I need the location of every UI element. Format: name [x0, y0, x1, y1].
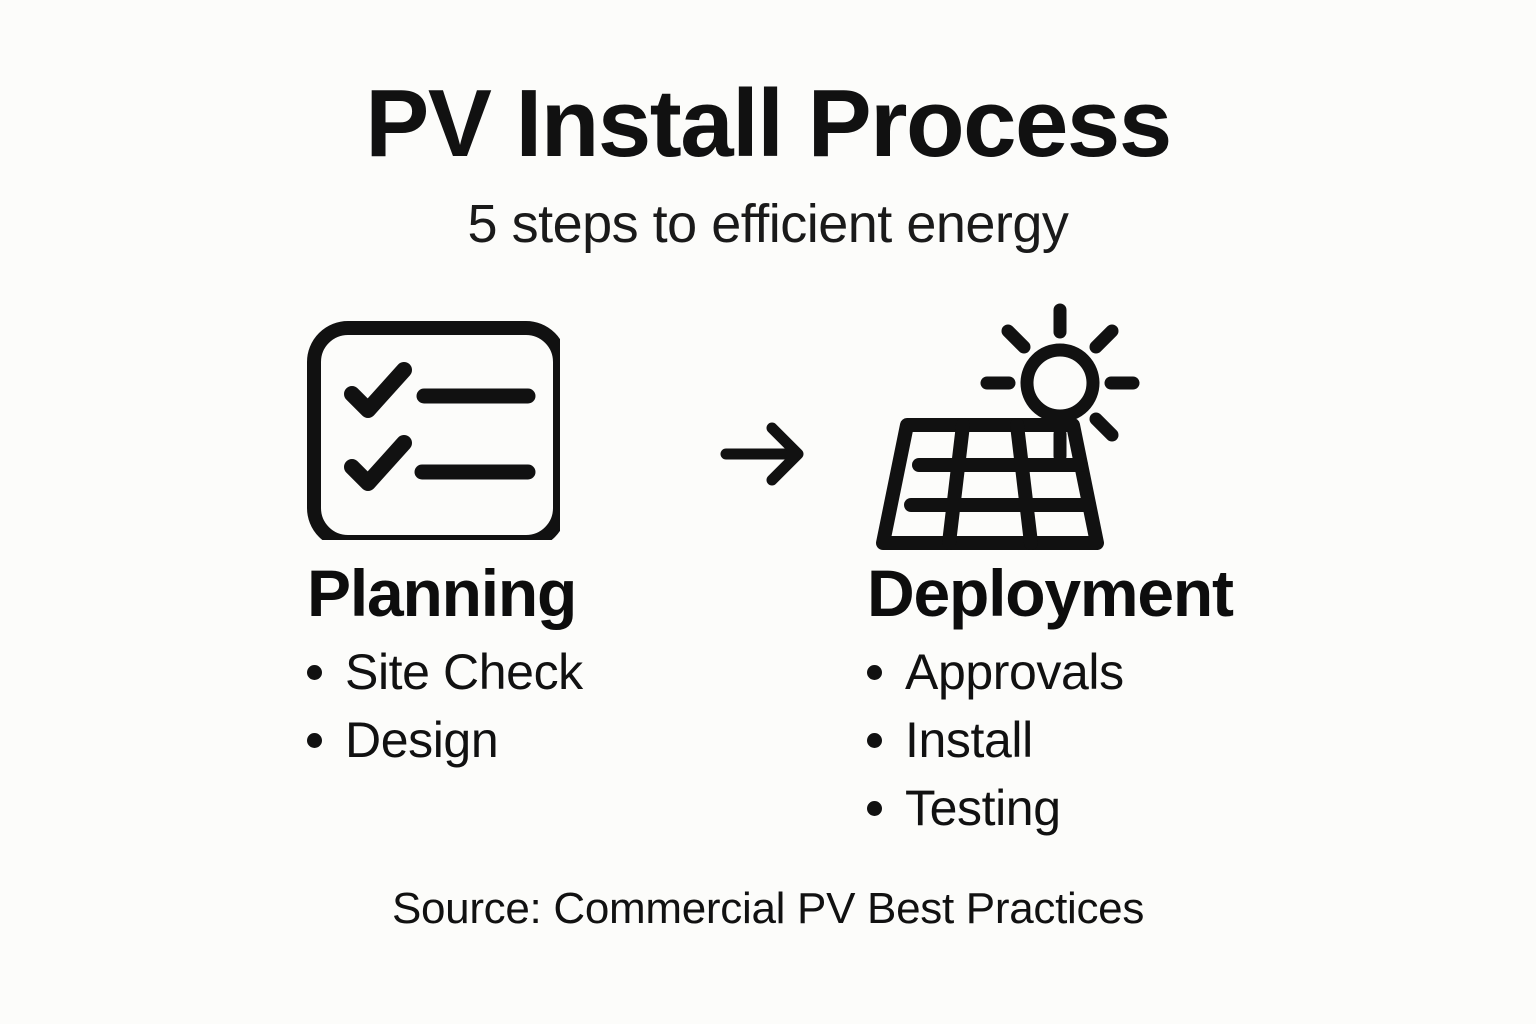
- panel-icon: [876, 418, 1104, 550]
- list-item: Install: [860, 706, 1290, 774]
- list-item: Site Check: [300, 638, 700, 706]
- page-subtitle: 5 steps to efficient energy: [467, 194, 1069, 254]
- list-item-label: Site Check: [345, 644, 583, 700]
- bullet-dot-icon: [867, 801, 882, 816]
- list-item-label: Install: [905, 712, 1033, 768]
- checklist-icon: [300, 300, 567, 560]
- solar-panel-sun-icon: [860, 300, 1160, 560]
- arrow-right-icon: [718, 410, 814, 498]
- bullet-dot-icon: [307, 665, 322, 680]
- bullet-dot-icon: [867, 733, 882, 748]
- sun-icon: [980, 303, 1140, 463]
- list-item: Approvals: [860, 638, 1290, 706]
- bullet-list-deployment: Approvals Install Testing: [860, 638, 1290, 842]
- bullet-dot-icon: [867, 665, 882, 680]
- bullet-list-planning: Site Check Design: [300, 638, 700, 774]
- bullet-dot-icon: [307, 733, 322, 748]
- list-item: Design: [300, 706, 700, 774]
- source-caption: Source: Commercial PV Best Practices: [391, 884, 1145, 933]
- list-item: Testing: [860, 774, 1290, 842]
- column-heading-deployment: Deployment: [867, 556, 1234, 630]
- column-heading-planning: Planning: [307, 556, 577, 630]
- list-item-label: Testing: [905, 780, 1061, 836]
- column-deployment: Deployment Approvals Install Testing: [860, 300, 1290, 842]
- list-item-label: Approvals: [905, 644, 1124, 700]
- list-item-label: Design: [345, 712, 499, 768]
- page-title: PV Install Process: [365, 70, 1172, 177]
- column-planning: Planning Site Check Design: [300, 300, 700, 774]
